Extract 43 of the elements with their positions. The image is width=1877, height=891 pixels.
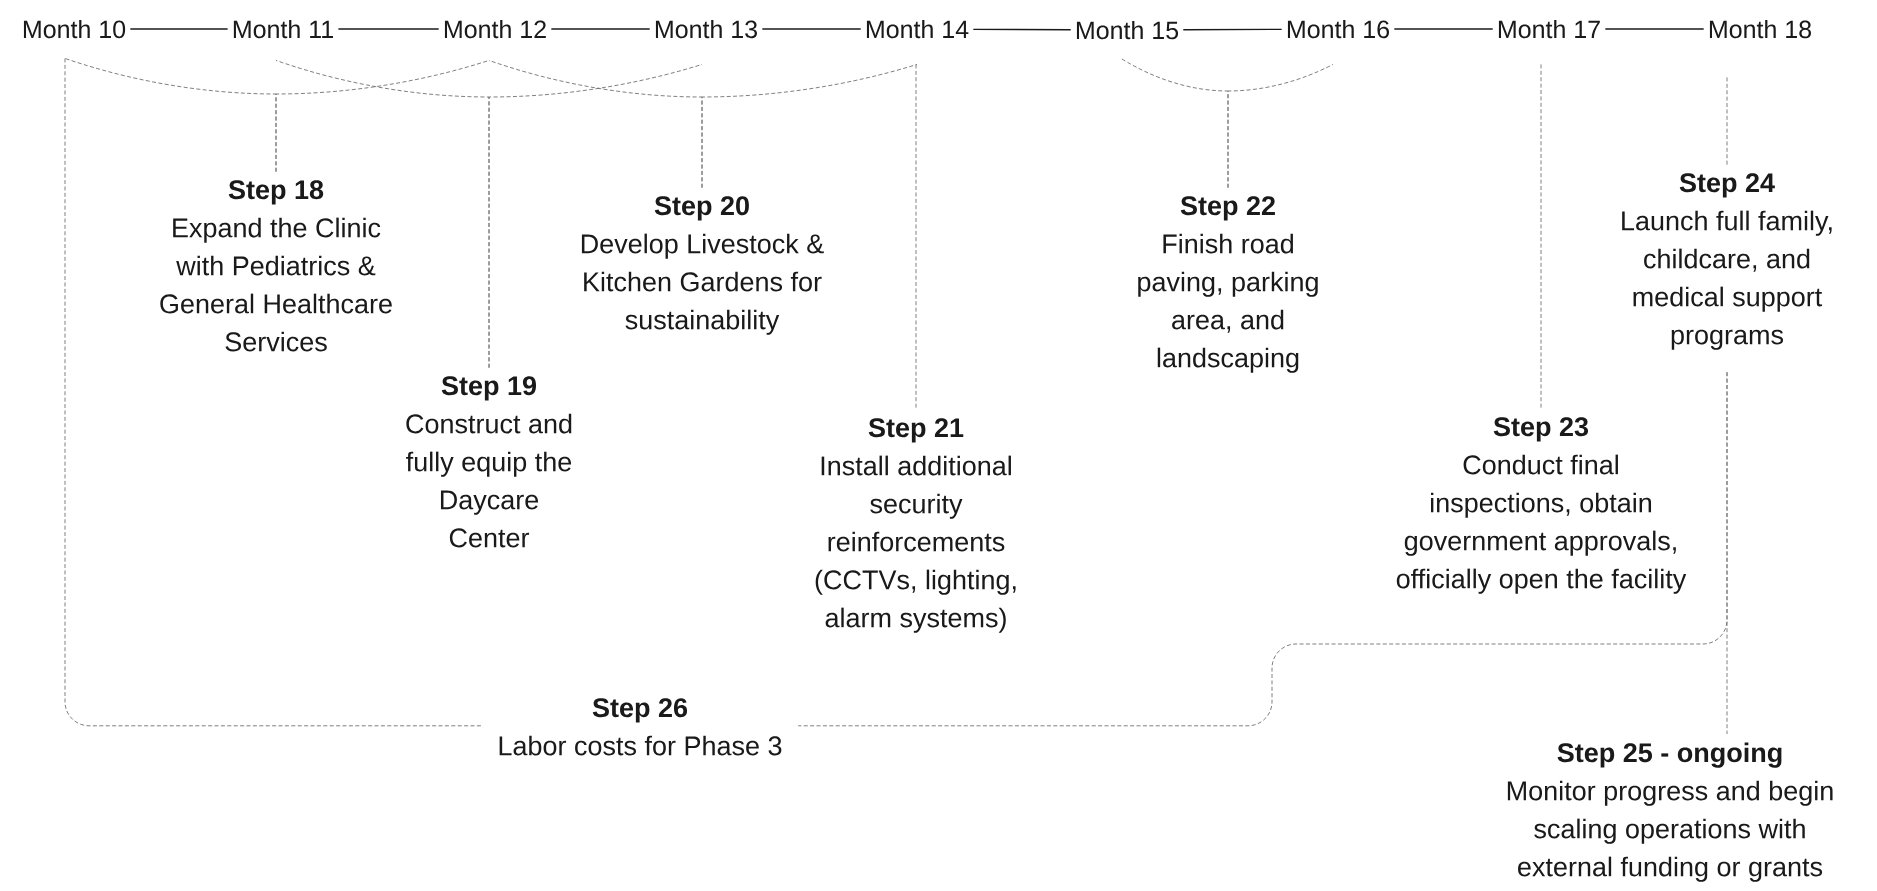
step-description: Expand the Clinic with Pediatrics & General Healthcare Services	[160, 217, 392, 352]
step-title: Step 26	[592, 698, 688, 723]
step-title: Step 23	[1493, 417, 1589, 442]
step-title: Step 25 - ongoing	[1557, 742, 1782, 768]
leader-line	[1540, 64, 1542, 410]
step-description: Conduct final inspections, obtain government approvals, officially open the facility	[1396, 454, 1687, 594]
curved-connector	[275, 60, 490, 173]
step-title: Step 19	[441, 376, 536, 401]
step-description: Labor costs for Phase 3	[499, 735, 782, 756]
step-title: Step 20	[654, 196, 749, 221]
month-label: Month 18	[1709, 19, 1811, 39]
timeline-line	[550, 28, 651, 30]
month-label: Month 16	[1287, 19, 1389, 39]
timeline-line	[129, 28, 229, 30]
month-label: Month 11	[233, 19, 333, 39]
month-label: Month 15	[1076, 20, 1179, 40]
curved-connector	[488, 64, 703, 369]
month-label: Month 13	[655, 19, 757, 39]
timeline-line	[1604, 28, 1705, 30]
step-description: Construct and fully equip the Daycare Center	[406, 413, 572, 548]
step-title: Step 21	[868, 418, 964, 443]
month-label: Month 17	[1498, 19, 1600, 39]
timeline-line	[337, 28, 440, 30]
step-description: Install additional security reinforcements (CCTVs, lighting, alarm systems)	[815, 455, 1016, 633]
timeline-line	[761, 28, 862, 30]
step-description: Develop Livestock & Kitchen Gardens for sustainability	[581, 233, 824, 335]
leader-line	[1726, 77, 1728, 166]
timeline-line	[1182, 28, 1283, 31]
month-label: Month 10	[23, 19, 126, 39]
timeline-line	[1393, 28, 1494, 30]
elbow-connector	[797, 371, 1728, 727]
step-description: Launch full family, childcare, and medical support programs	[1622, 210, 1832, 350]
step-title: Step 18	[228, 180, 324, 205]
step-description: Monitor progress and begin scaling operations with external funding or grants	[1507, 780, 1833, 882]
month-label: Month 14	[866, 19, 969, 39]
elbow-connector	[64, 58, 483, 727]
timeline-line	[972, 28, 1072, 31]
step-title: Step 22	[1180, 196, 1275, 221]
leader-line	[915, 64, 917, 411]
curved-connector	[1227, 64, 1334, 189]
month-label: Month 12	[444, 19, 546, 39]
step-description: Finish road paving, parking area, and landscaping	[1138, 233, 1318, 373]
step-title: Step 24	[1679, 173, 1775, 198]
